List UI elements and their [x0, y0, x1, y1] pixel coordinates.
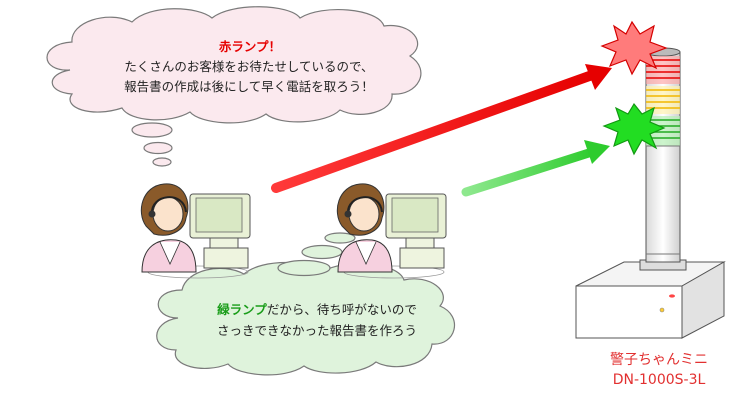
- bottom-speech-cloud: [156, 232, 456, 376]
- signal-tower: [575, 47, 726, 339]
- green-lamp-emphasis: 緑ランプ: [217, 302, 267, 317]
- device-label: 警子ちゃんミニ DN-1000S-3L: [596, 350, 722, 390]
- top-bubble-line1: たくさんのお客様をお待たせしているので、: [124, 59, 374, 74]
- red-arrow: [271, 64, 612, 193]
- operator-busy: [140, 183, 251, 279]
- device-name: 警子ちゃんミニ: [610, 352, 708, 368]
- green-arrow: [461, 140, 610, 197]
- bottom-bubble-line1-rest: だから、待ち呼がないので: [266, 302, 417, 317]
- top-thought-cloud: [46, 6, 422, 167]
- red-flash-burst: [600, 20, 668, 76]
- red-lamp-heading: 赤ランプ！: [218, 39, 282, 54]
- green-flash-burst: [602, 102, 666, 156]
- device-model: DN-1000S-3L: [612, 372, 706, 388]
- operator-idle: [336, 183, 447, 279]
- top-bubble-line2: 報告書の作成は後にして早く電話を取ろう！: [124, 79, 374, 94]
- bottom-bubble-line2: さっきできなかった報告書を作ろう: [216, 323, 417, 338]
- top-bubble-heading: 赤ランプ！: [150, 38, 350, 56]
- bottom-bubble-line1: 緑ランプだから、待ち呼がないので: [192, 301, 442, 319]
